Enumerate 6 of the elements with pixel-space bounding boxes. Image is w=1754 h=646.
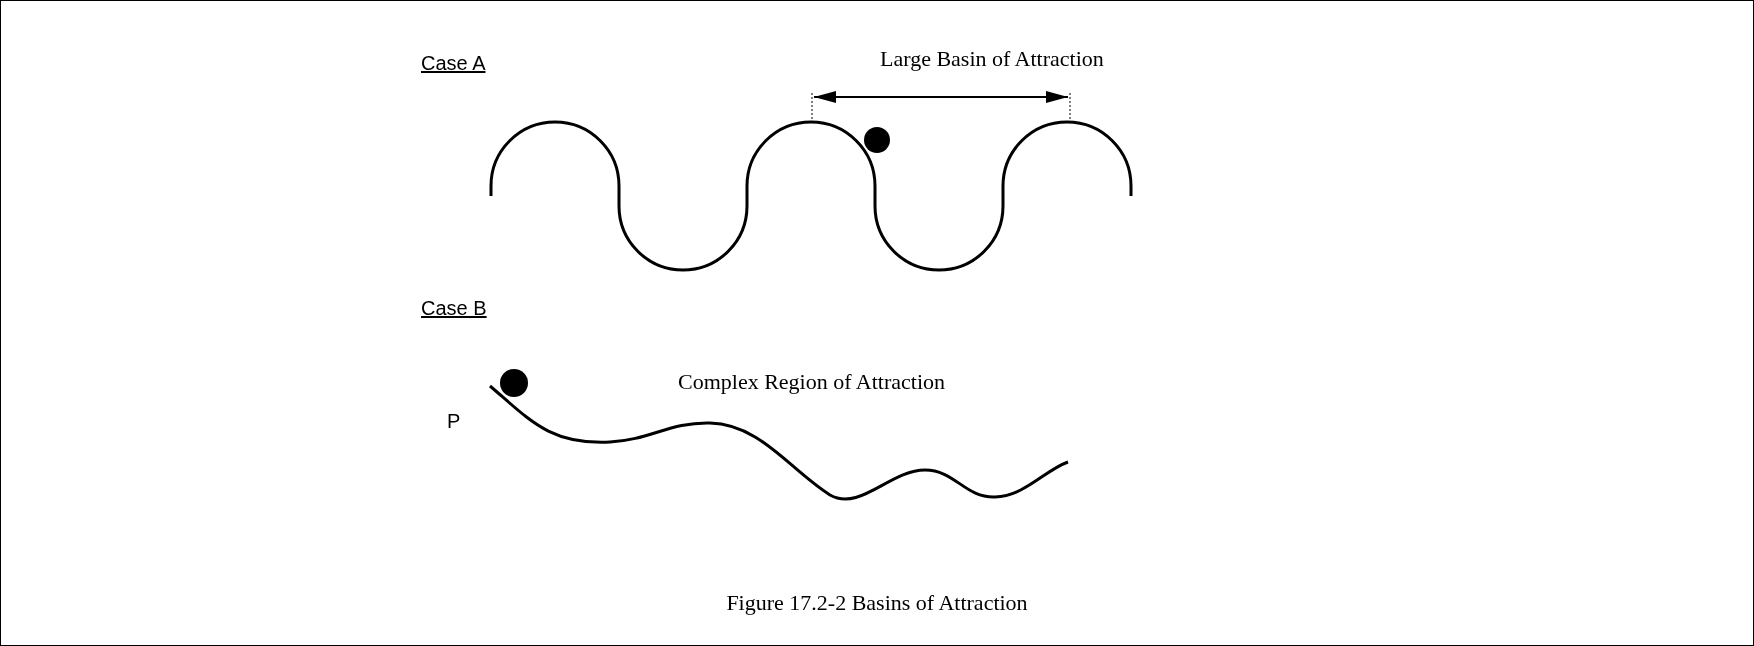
point-label: P — [447, 409, 461, 434]
case-heading: Case B — [421, 296, 487, 321]
region-label: Complex Region of Attraction — [678, 368, 946, 396]
case-heading: Case A — [421, 51, 486, 76]
basin-label: Large Basin of Attraction — [880, 45, 1104, 73]
figure-caption: Figure 17.2-2 Basins of Attraction — [726, 589, 1028, 617]
